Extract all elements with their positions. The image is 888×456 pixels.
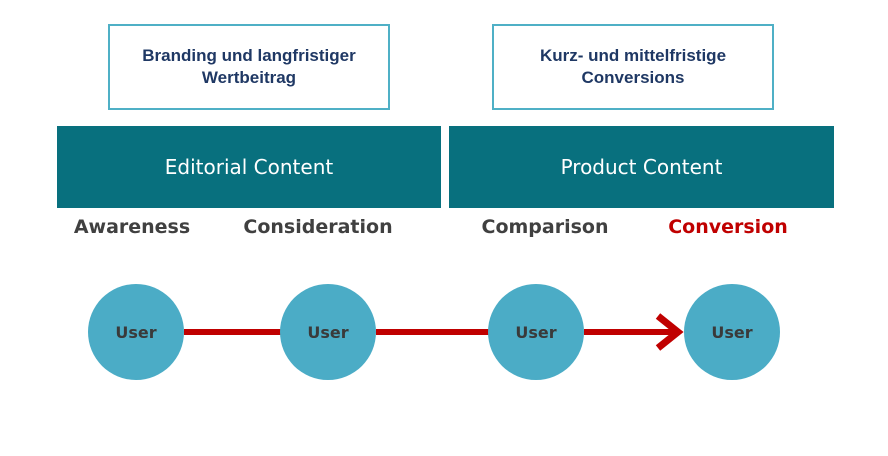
- stage-comparison: Comparison: [481, 216, 609, 238]
- user-node-conversion: User: [684, 284, 780, 380]
- goal-box-conversions: Kurz- und mittelfristige Conversions: [492, 24, 774, 110]
- user-label: User: [711, 322, 753, 342]
- user-node-consideration: User: [280, 284, 376, 380]
- stage-awareness: Awareness: [73, 216, 191, 238]
- band-product-label: Product Content: [560, 155, 723, 179]
- goal-box-branding: Branding und langfristiger Wertbeitrag: [108, 24, 390, 110]
- band-product-content: Product Content: [449, 126, 834, 208]
- goal-box-conversions-text: Kurz- und mittelfristige Conversions: [539, 46, 727, 87]
- goal-box-branding-text: Branding und langfristiger Wertbeitrag: [142, 46, 356, 87]
- band-editorial-label: Editorial Content: [164, 155, 334, 179]
- arrow-head: [655, 313, 684, 351]
- stage-consideration: Consideration: [243, 216, 393, 238]
- user-label: User: [515, 322, 557, 342]
- user-node-awareness: User: [88, 284, 184, 380]
- band-editorial-content: Editorial Content: [57, 126, 441, 208]
- user-label: User: [115, 322, 157, 342]
- user-label: User: [307, 322, 349, 342]
- stage-conversion: Conversion: [668, 216, 788, 238]
- user-node-comparison: User: [488, 284, 584, 380]
